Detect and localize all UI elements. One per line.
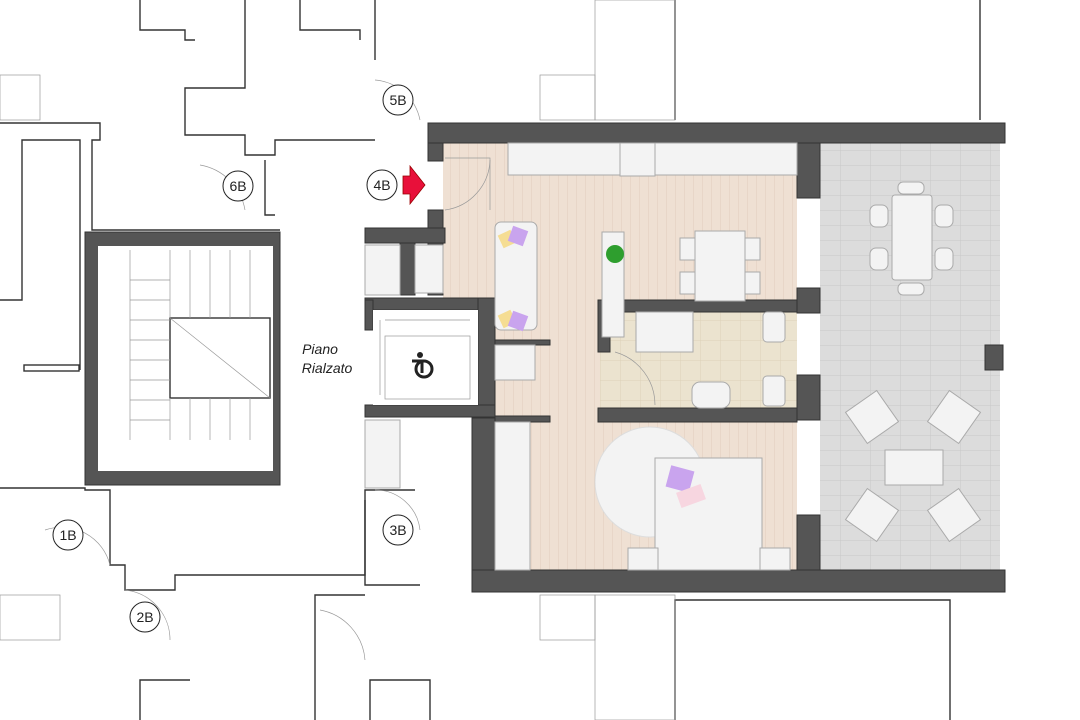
apartment-walls	[364, 122, 1006, 593]
floor-label-line2: Rialzato	[302, 360, 353, 376]
unit-label-text: 4B	[373, 177, 390, 193]
unit-label-text: 3B	[389, 522, 406, 538]
accessibility-icon	[412, 352, 434, 379]
neighbour-walls	[0, 0, 981, 720]
unit-label-text: 5B	[389, 92, 406, 108]
floor-label-line1: Piano	[302, 341, 338, 357]
unit-label-6b: 6B	[222, 170, 254, 202]
unit-label-5b: 5B	[382, 84, 414, 116]
unit-label-text: 2B	[136, 609, 153, 625]
door-swings	[444, 157, 656, 406]
unit-label-3b: 3B	[382, 514, 414, 546]
plant-icon	[606, 245, 624, 263]
entrance-arrow-icon	[402, 164, 426, 206]
unit-label-4b[interactable]: 4B	[366, 169, 398, 201]
unit-label-text: 1B	[59, 527, 76, 543]
unit-label-2b: 2B	[129, 601, 161, 633]
unit-label-1b: 1B	[52, 519, 84, 551]
furniture	[494, 142, 982, 571]
stair-core	[84, 231, 281, 486]
unit-label-text: 6B	[229, 178, 246, 194]
elevator	[373, 310, 478, 405]
